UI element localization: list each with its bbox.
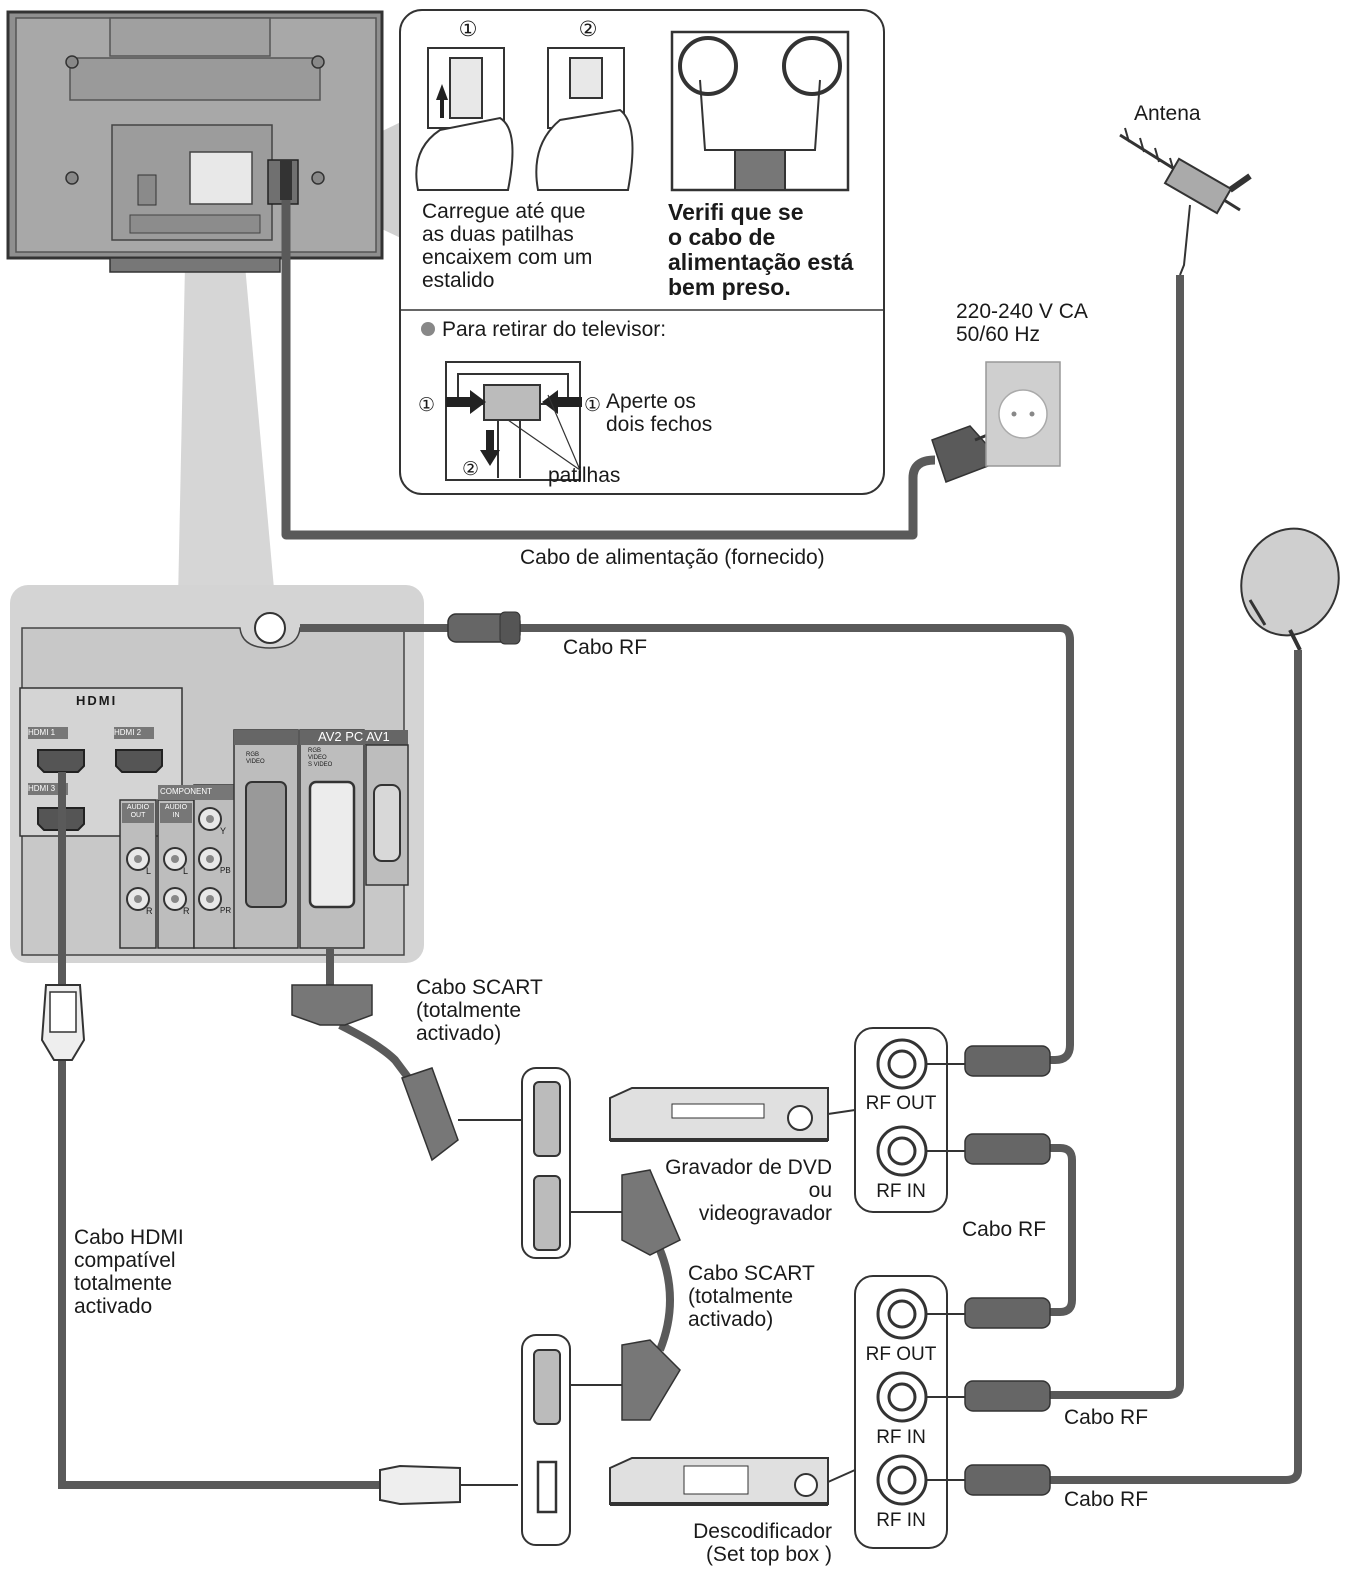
antenna xyxy=(1119,127,1252,276)
arrow-right-icon xyxy=(446,390,486,414)
step1-marker: ① xyxy=(458,18,478,41)
audio-out-label: AUDIO OUT xyxy=(126,804,150,819)
remove-step2: ② xyxy=(462,459,480,480)
hdmi2-port xyxy=(115,749,163,773)
verify-instruction: Verifi que se o cabo de alimentação está… xyxy=(668,199,854,300)
settop-rf-in2-label: RF IN xyxy=(876,1510,926,1531)
rf-cable-antenna-label: Cabo RF xyxy=(1064,1406,1149,1429)
jack-l-in-label: L xyxy=(183,866,189,876)
rf-cable-antenna xyxy=(1045,275,1184,1399)
arrow-up-icon xyxy=(436,84,448,118)
rf-cable-top-label: Cabo RF xyxy=(563,636,648,659)
scart-cable-mid xyxy=(656,1248,674,1352)
arrow-down-icon xyxy=(480,430,500,466)
hdmi1-label: HDMI 1 xyxy=(28,728,56,737)
rf-cable-dish-label: Cabo RF xyxy=(1064,1488,1149,1511)
power-plug xyxy=(931,425,991,483)
plug-press-illustration xyxy=(415,30,850,192)
jack-y-label: Y xyxy=(220,826,227,836)
av2-scart-port xyxy=(245,781,287,908)
hdmi2-label: HDMI 2 xyxy=(114,728,142,737)
audio-in-label: AUDIO IN xyxy=(164,804,188,819)
rf-jacks xyxy=(876,1038,928,1506)
rf-plug-top xyxy=(447,611,521,645)
hdmi-plug-bottom xyxy=(379,1464,518,1506)
hdmi-cable xyxy=(58,772,380,1489)
tv-connector-panel xyxy=(10,585,424,963)
arrow-left-icon xyxy=(542,390,582,414)
plug-remove-illustration xyxy=(445,361,581,481)
dvd-recorder xyxy=(609,1087,829,1142)
power-cable-label: Cabo de alimentação (fornecido) xyxy=(520,546,825,569)
hdmi1-port xyxy=(37,749,85,773)
clip-pointer-lines xyxy=(507,394,581,471)
rf-cable-top xyxy=(300,624,1074,1064)
settop-rf-out-label: RF OUT xyxy=(865,1344,937,1365)
av1-rgb-label: RGB VIDEO S VIDEO xyxy=(308,748,333,768)
av2-rgb-label: RGB VIDEO xyxy=(246,752,265,765)
jack-r-in-label: R xyxy=(183,906,190,916)
jack-pb-label: PB xyxy=(220,866,231,875)
recorder-label: Gravador de DVD ou videogravador xyxy=(665,1156,832,1225)
set-top-box xyxy=(609,1457,829,1506)
voltage-label: 220-240 V CA 50/60 Hz xyxy=(956,300,1088,346)
tv-back xyxy=(6,10,384,273)
rf-plugs xyxy=(964,1045,1051,1496)
scart-plug-mid xyxy=(570,1169,681,1421)
rf-cable-mid-label: Cabo RF xyxy=(962,1218,1047,1241)
panel-callout-wedge xyxy=(178,265,275,600)
pc-vga-port xyxy=(373,784,401,862)
hdmi-cable-label: Cabo HDMI compatível totalmente activado xyxy=(74,1226,184,1318)
rf-cable-dish xyxy=(1045,650,1302,1484)
component-label: COMPONENT xyxy=(160,787,212,796)
scart-cable-top-label: Cabo SCART (totalmente activado) xyxy=(416,976,543,1045)
scart-cable-mid-label: Cabo SCART (totalmente activado) xyxy=(688,1262,815,1331)
av1-scart-port xyxy=(308,780,356,909)
scart-plug-top xyxy=(291,984,522,1162)
settop-rf-in1-label: RF IN xyxy=(876,1427,926,1448)
jack-r-out-label: R xyxy=(146,906,153,916)
settop-label: Descodificador (Set top box ) xyxy=(693,1520,832,1566)
jack-pr-label: PR xyxy=(220,906,232,915)
satellite-dish xyxy=(1240,527,1340,651)
jack-l-out-label: L xyxy=(146,866,152,876)
av-pc-label: AV2 PC AV1 xyxy=(318,729,390,744)
wall-socket xyxy=(985,361,1061,467)
bullet-icon xyxy=(421,322,435,336)
antenna-label: Antena xyxy=(1134,102,1201,125)
remove-step1-left: ① xyxy=(418,395,436,416)
hdmi-plug-top xyxy=(40,984,86,1061)
recorder-rf-out-label: RF OUT xyxy=(865,1093,937,1114)
recorder-rf-in-label: RF IN xyxy=(876,1181,926,1202)
remove-step1-right: ① xyxy=(584,395,602,416)
scart-cable-top xyxy=(326,948,414,1083)
press-instruction: Carregue até que as duas patilhas encaix… xyxy=(422,200,593,292)
step2-marker: ② xyxy=(578,18,598,41)
hdmi3-label: HDMI 3 xyxy=(28,784,56,793)
squeeze-instruction: Aperte os dois fechos xyxy=(606,390,713,436)
clips-label: patilhas xyxy=(548,464,621,487)
remove-title: Para retirar do televisor: xyxy=(442,318,667,341)
hdmi-logo: HDMI xyxy=(76,693,118,708)
rf-cable-mid xyxy=(1045,1144,1076,1316)
power-cable xyxy=(281,200,936,540)
